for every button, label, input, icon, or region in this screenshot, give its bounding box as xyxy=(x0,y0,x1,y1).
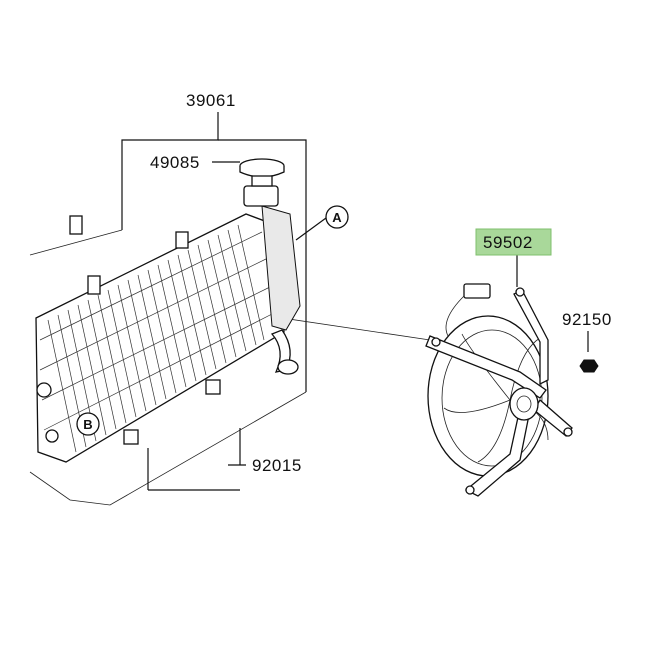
part-number-49085[interactable]: 49085 xyxy=(150,153,200,172)
part-number-92150[interactable]: 92150 xyxy=(562,310,612,329)
callout-b-label: B xyxy=(83,417,92,432)
highlight-box xyxy=(475,228,552,256)
part-number-59502[interactable]: 59502 xyxy=(483,233,533,252)
radiator-fins xyxy=(39,224,277,453)
fan-motor xyxy=(509,387,539,421)
nut xyxy=(579,359,599,373)
mount-tab xyxy=(205,379,221,395)
callout-b: B xyxy=(76,412,100,436)
fan-bracket-arm xyxy=(425,335,547,399)
part-number-92015[interactable]: 92015 xyxy=(252,456,302,475)
fan-bracket-arm xyxy=(513,289,549,386)
radiator-cap xyxy=(239,158,285,187)
part-number-39061[interactable]: 39061 xyxy=(186,91,236,110)
mount-tab xyxy=(69,215,83,235)
callout-a-label: A xyxy=(332,210,342,225)
callout-a: A xyxy=(325,205,349,229)
grommet xyxy=(45,429,59,443)
grommet xyxy=(36,382,52,398)
mount-tab xyxy=(175,231,189,249)
fan-assembly xyxy=(425,283,573,497)
mount-tab xyxy=(123,429,139,445)
fan-connector xyxy=(463,283,491,299)
mount-tab xyxy=(87,275,101,295)
radiator xyxy=(35,185,301,463)
filler-neck xyxy=(243,185,279,207)
